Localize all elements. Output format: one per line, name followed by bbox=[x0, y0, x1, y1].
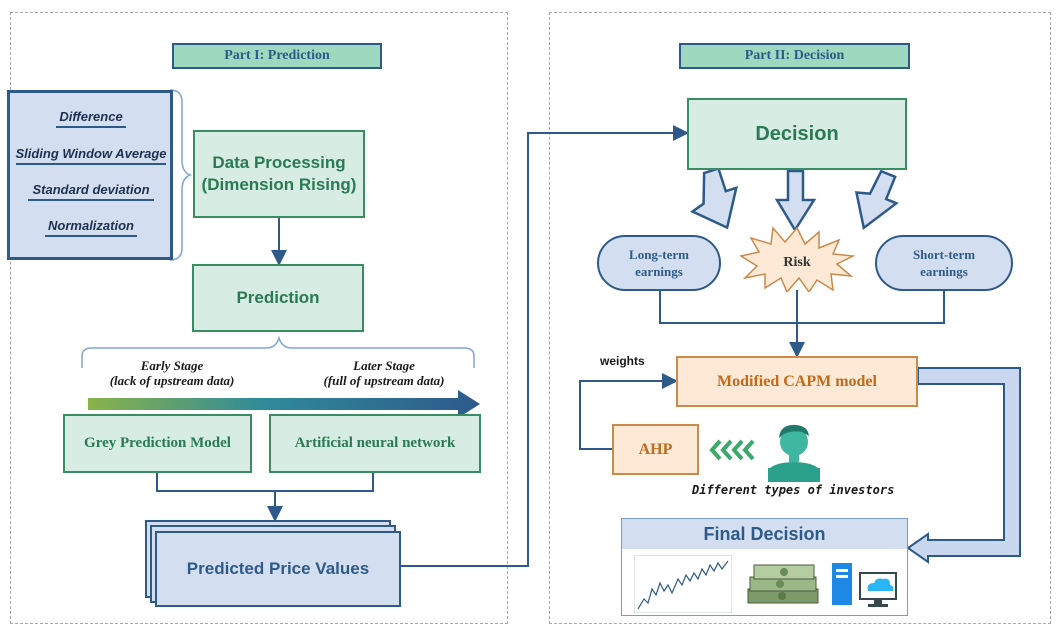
final-decision-box: Final Decision bbox=[621, 518, 908, 616]
decision-box: Decision bbox=[687, 98, 907, 170]
stage-arrow bbox=[88, 390, 480, 418]
stage-brace bbox=[81, 335, 475, 368]
part1-panel bbox=[10, 12, 508, 624]
predicted-price-box: Predicted Price Values bbox=[155, 531, 401, 607]
later-stage-label: Later Stage (full of upstream data) bbox=[323, 358, 445, 388]
earnings-merge-line bbox=[659, 291, 945, 324]
hollow-arrow-center bbox=[774, 169, 817, 233]
ann-box: Artificial neural network bbox=[269, 414, 481, 473]
stock-chart-icon bbox=[634, 555, 732, 613]
part2-title: Part II: Decision bbox=[679, 43, 910, 69]
investor-icon bbox=[768, 424, 820, 482]
long-term-earnings: Long-term earnings bbox=[597, 235, 721, 291]
part2-panel bbox=[549, 12, 1051, 624]
risk-starburst bbox=[739, 226, 855, 292]
feature-normalization: Normalization bbox=[10, 218, 172, 237]
feature-difference: Difference bbox=[10, 109, 172, 128]
chevron-arrows bbox=[709, 439, 755, 461]
computer-cloud-icon bbox=[832, 563, 897, 607]
early-stage-label: Early Stage (lack of upstream data) bbox=[109, 358, 235, 388]
hollow-arrow-right bbox=[854, 169, 899, 231]
feature-sliding-window: Sliding Window Average bbox=[10, 146, 172, 165]
data-processing-box: Data Processing (Dimension Rising) bbox=[193, 130, 365, 218]
part1-title: Part I: Prediction bbox=[172, 43, 382, 69]
short-term-earnings: Short-term earnings bbox=[875, 235, 1013, 291]
weights-label: weights bbox=[600, 354, 645, 368]
investors-label: Different types of investors bbox=[692, 483, 895, 497]
prediction-box: Prediction bbox=[192, 264, 364, 332]
ahp-box: AHP bbox=[612, 424, 699, 475]
capm-to-final-arrow bbox=[906, 367, 1021, 564]
feature-list: Difference Sliding Window Average Standa… bbox=[7, 90, 173, 260]
hollow-arrow-left bbox=[689, 166, 738, 230]
feature-std-dev: Standard deviation bbox=[10, 182, 172, 201]
models-merge-line bbox=[156, 473, 374, 492]
final-decision-title: Final Decision bbox=[622, 519, 907, 549]
money-stack-icon bbox=[747, 564, 819, 604]
weights-loop bbox=[579, 373, 678, 450]
risk-label: Risk bbox=[783, 255, 811, 270]
capm-box: Modified CAPM model bbox=[676, 356, 918, 407]
grey-prediction-model-box: Grey Prediction Model bbox=[63, 414, 252, 473]
feature-brace bbox=[169, 89, 193, 261]
arrow-predicted-to-decision bbox=[400, 125, 689, 567]
